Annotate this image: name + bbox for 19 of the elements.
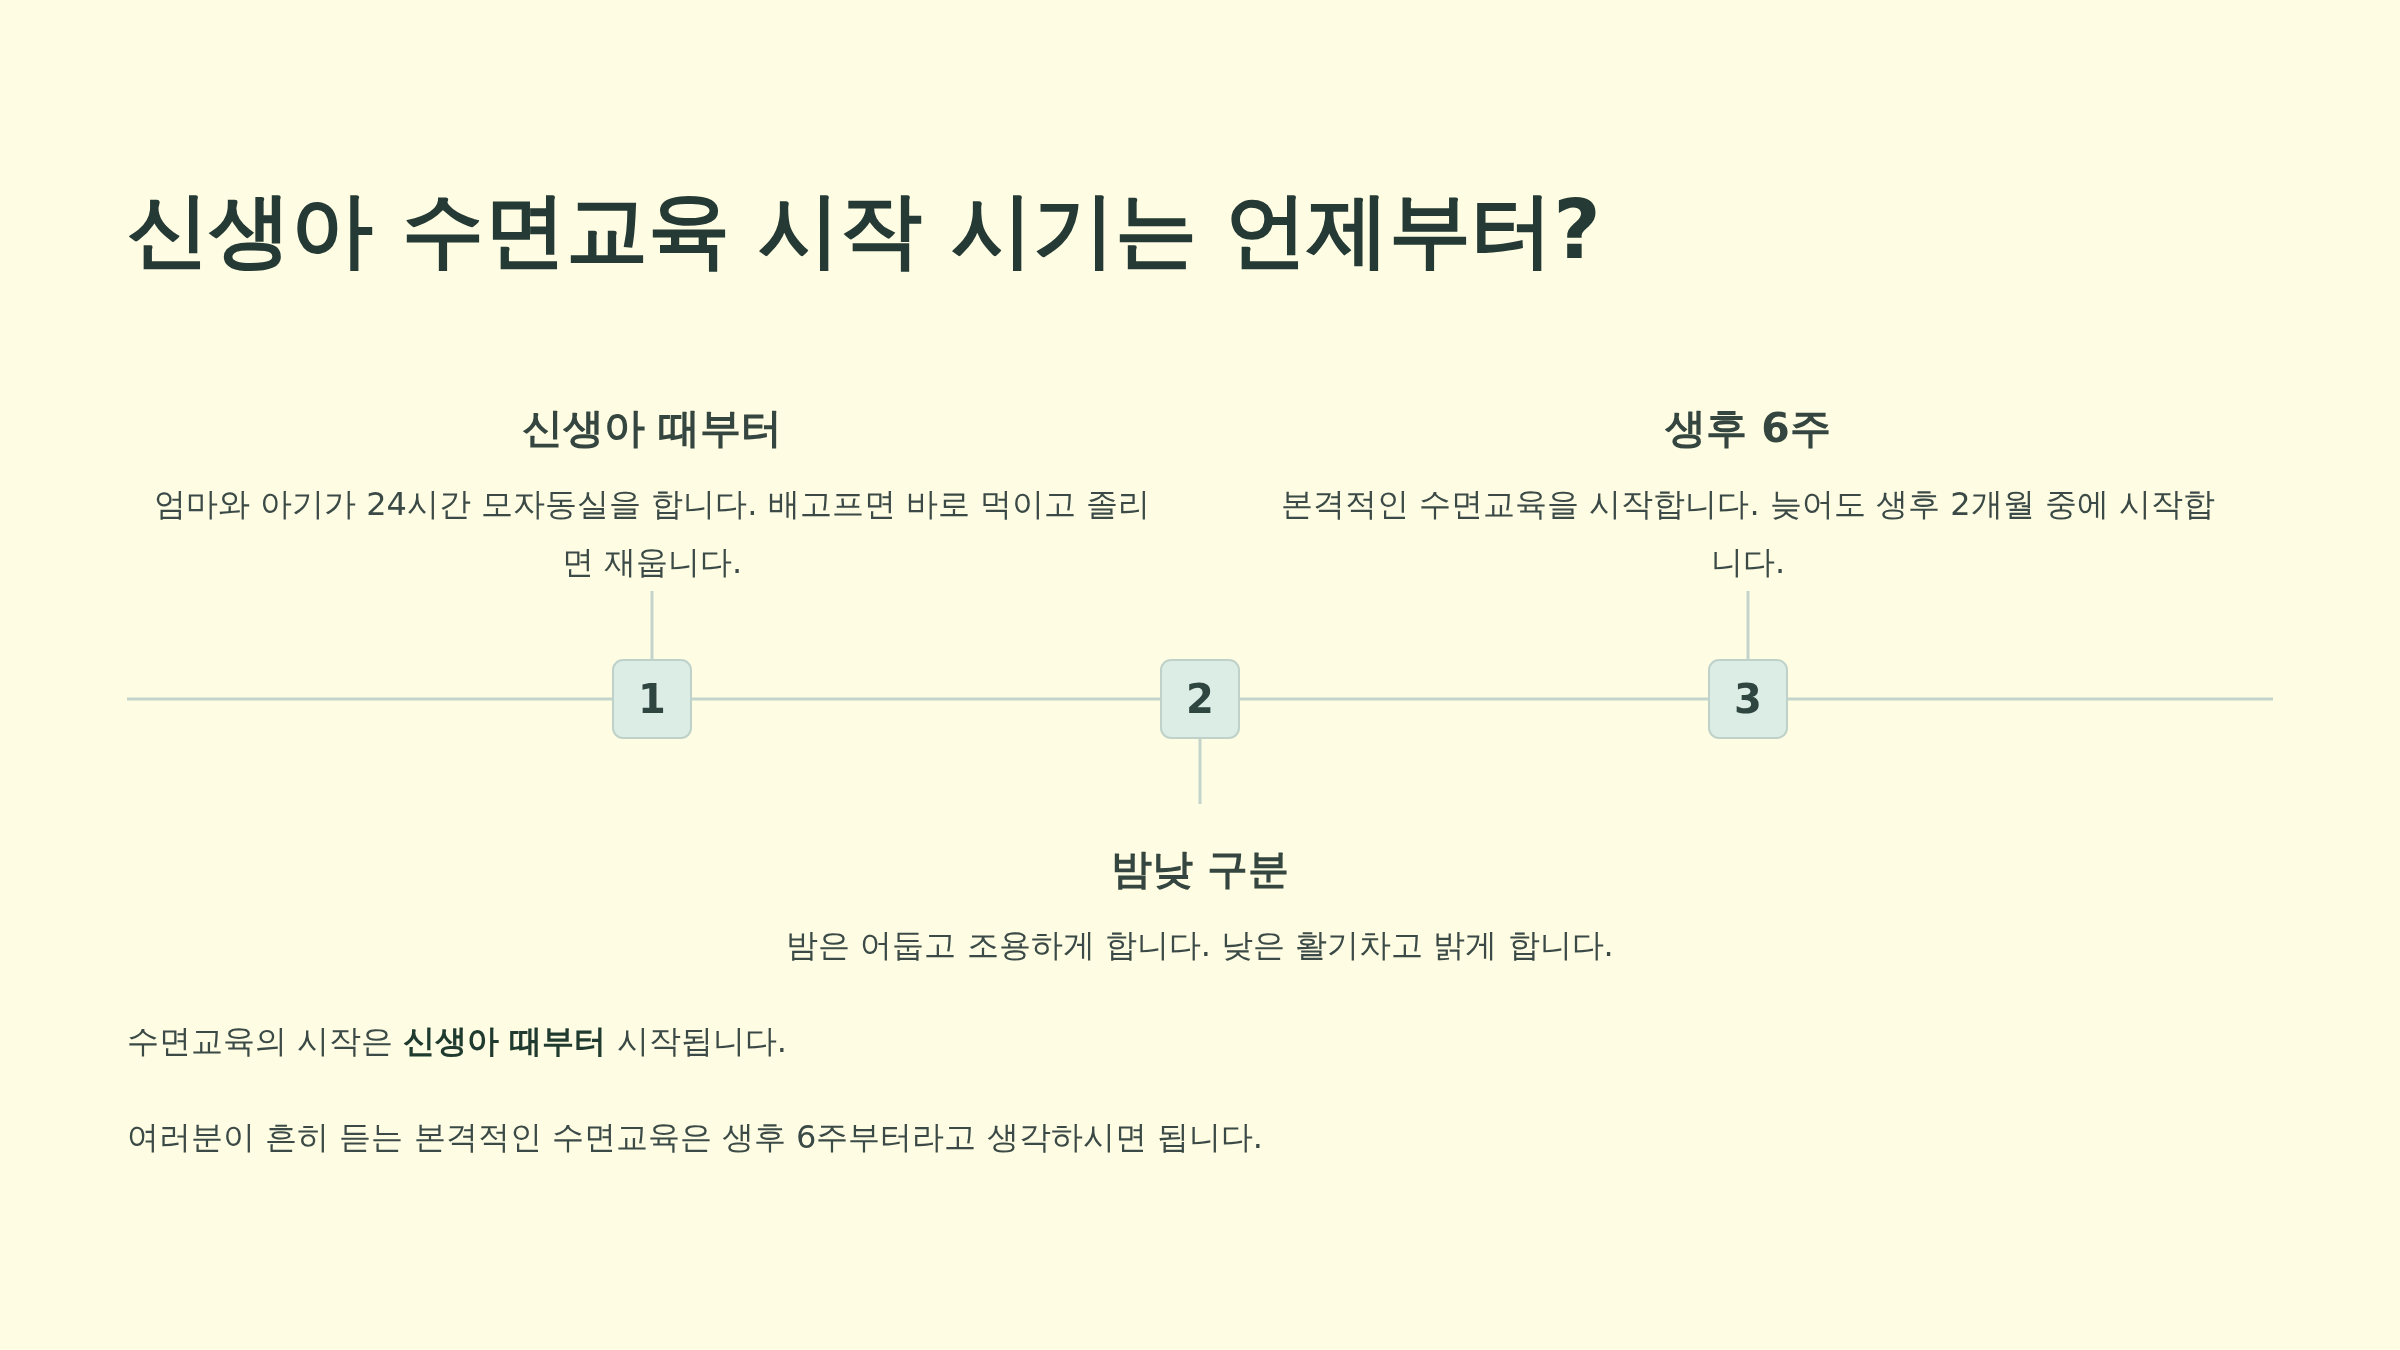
step-heading: 밤낮 구분 [1110, 844, 1290, 895]
step-description: 엄마와 아기가 24시간 모자동실을 합니다. 배고프면 바로 먹이고 졸리면 재웁니다. [152, 484, 1152, 583]
timeline-stem [1746, 591, 1750, 659]
timeline-line [1240, 697, 1708, 701]
slide-title: 신생아 수면교육 시작 시기는 언제부터? [127, 181, 1601, 279]
timeline-stem [650, 591, 654, 659]
step-heading: 생후 6주 [1665, 403, 1831, 454]
step-number-marker: 3 [1708, 659, 1788, 739]
step-number-marker: 2 [1160, 659, 1240, 739]
timeline-line [692, 697, 1160, 701]
timeline-line [127, 697, 612, 701]
step-description: 밤은 어둡고 조용하게 합니다. 낮은 활기차고 밝게 합니다. [786, 925, 1614, 966]
timeline-stem [1198, 739, 1202, 804]
body-paragraph: 수면교육의 시작은 신생아 때부터 시작됩니다. [127, 1021, 787, 1062]
step-number-marker: 1 [612, 659, 692, 739]
step-heading: 신생아 때부터 [521, 403, 783, 454]
timeline-line [1788, 697, 2273, 701]
body-paragraph: 여러분이 흔히 듣는 본격적인 수면교육은 생후 6주부터라고 생각하시면 됩니다. [127, 1117, 1263, 1158]
step-description: 본격적인 수면교육을 시작합니다. 늦어도 생후 2개월 중에 시작합니다. [1280, 484, 2216, 583]
